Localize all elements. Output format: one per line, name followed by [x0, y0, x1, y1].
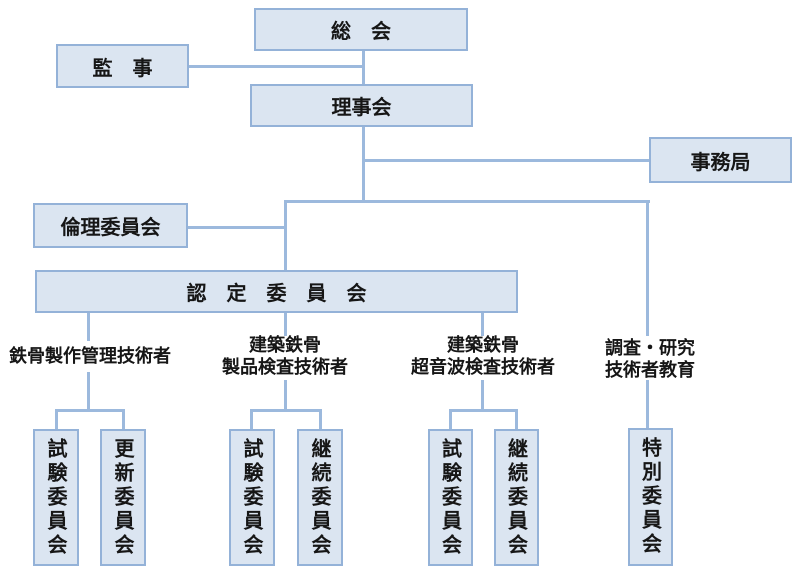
box-continuation-committee-2: 継続委員会: [494, 429, 539, 566]
connector-drop-exam1: [55, 409, 58, 430]
box-auditor: 監 事: [56, 44, 189, 88]
box-continuation-committee-1: 継続委員会: [297, 429, 343, 566]
connector-drop-exam3: [449, 409, 452, 430]
connector-branch2-stub-bottom: [284, 380, 287, 411]
connector-tsplit3-horizontal: [449, 409, 518, 412]
connector-branch2-stub-top: [284, 313, 287, 336]
branch-label-line: 建築鉄骨: [249, 335, 321, 356]
box-ethics-committee: 倫理委員会: [33, 203, 188, 248]
box-exam-committee-2: 試験委員会: [229, 429, 275, 566]
connector-secretariat-horizontal: [363, 159, 649, 162]
connector-drop-exam2: [250, 409, 253, 430]
branch-label-line: 鉄骨製作管理技術者: [9, 346, 171, 367]
connector-research-vertical: [646, 200, 649, 336]
connector-drop-continuation1: [319, 409, 322, 430]
connector-branch4-stub-bottom: [646, 380, 649, 429]
connector-drop-continuation2: [515, 409, 518, 430]
connector-branch3-stub-bottom: [481, 380, 484, 411]
box-renewal-committee: 更新委員会: [100, 429, 146, 566]
box-general-assembly: 総 会: [254, 8, 468, 51]
connector-tsplit1-horizontal: [55, 409, 125, 412]
box-board-of-directors: 理事会: [250, 84, 473, 127]
connector-branch1-stub-top: [87, 313, 90, 341]
connector-drop-renewal: [122, 409, 125, 430]
branch-label-line: 技術者教育: [605, 360, 695, 381]
branch-label-line: 製品検査技術者: [222, 357, 348, 378]
box-special-committee: 特別委員会: [628, 428, 673, 566]
connector-assembly-to-board: [362, 51, 365, 85]
connector-certification-vertical: [284, 200, 287, 270]
box-certification-committee: 認 定 委 員 会: [35, 270, 518, 313]
connector-ethics-horizontal: [188, 226, 286, 229]
box-exam-committee-3: 試験委員会: [428, 429, 473, 566]
branch-label-building-steel-product-inspection-engineer: 建築鉄骨 製品検査技術者: [210, 335, 360, 379]
box-exam-committee-1: 試験委員会: [33, 429, 79, 566]
branch-label-building-steel-ultrasonic-inspection-engineer: 建築鉄骨 超音波検査技術者: [403, 335, 563, 379]
branch-label-line: 超音波検査技術者: [411, 357, 555, 378]
connector-auditor-horizontal: [189, 65, 365, 68]
connector-branch1-stub-bottom: [87, 372, 90, 411]
connector-branch3-stub-top: [481, 313, 484, 336]
connector-board-down: [362, 127, 365, 203]
box-secretariat: 事務局: [649, 137, 792, 183]
branch-label-line: 建築鉄骨: [447, 335, 519, 356]
connector-tsplit2-horizontal: [250, 409, 322, 412]
branch-label-line: 調査・研究: [605, 338, 695, 359]
branch-label-steel-fabrication-management-engineer: 鉄骨製作管理技術者: [5, 346, 175, 368]
connector-main-horizontal: [284, 200, 650, 203]
branch-label-research-engineer-education: 調査・研究 技術者教育: [590, 338, 710, 382]
